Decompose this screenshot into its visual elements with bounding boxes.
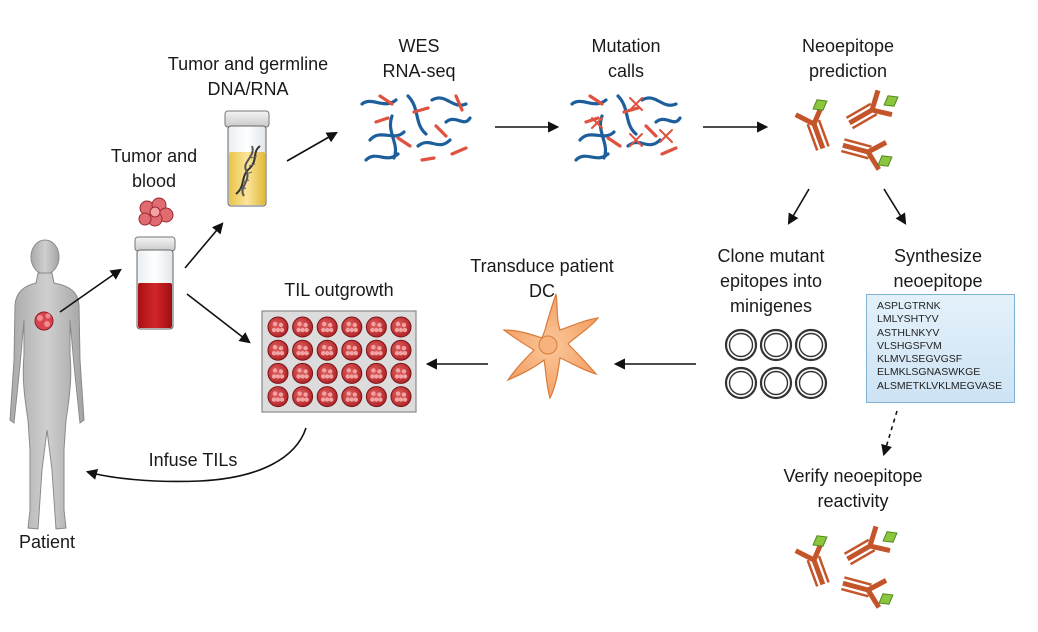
- antibody-group-verify: [796, 526, 901, 608]
- mutation-calls-icon: [570, 94, 682, 162]
- til-well: [390, 362, 412, 384]
- neoepitope-sequence-list: ASPLGTRNK LMLYSHTYV ASTHLNKYV VLSHGSFVM …: [866, 294, 1015, 403]
- peptide-sequence: ASPLGTRNK: [877, 300, 941, 312]
- peptide-sequence: ELMKLSGNASWKGE: [877, 366, 981, 379]
- arrow-dna-to-wes: [286, 131, 338, 162]
- label-wes: WES RNA-seq: [382, 36, 456, 81]
- til-well: [292, 316, 314, 338]
- til-well: [267, 339, 289, 361]
- til-well: [365, 339, 387, 361]
- minigene-plasmid: [724, 328, 758, 362]
- peptide-sequence: KLMVLSEGVGSF: [877, 353, 963, 366]
- minigene-plasmids: [724, 328, 828, 400]
- minigene-plasmid: [794, 328, 828, 362]
- label-til-outgrowth: TIL outgrowth: [284, 280, 394, 300]
- arrow-blood-to-dna: [184, 222, 224, 269]
- til-well: [292, 386, 314, 408]
- arrow-blood-to-til: [186, 293, 251, 344]
- label-tumor-blood: Tumor and blood: [110, 146, 198, 191]
- til-well: [390, 339, 412, 361]
- minigene-plasmid: [724, 366, 758, 400]
- til-well: [316, 386, 338, 408]
- tumor-in-body: [34, 311, 54, 331]
- til-well: [341, 339, 363, 361]
- label-clone: Clone mutant epitopes into minigenes: [717, 246, 825, 316]
- til-well: [365, 316, 387, 338]
- peptide-sequence: ASTHLNKYV: [877, 326, 940, 339]
- label-infuse-tils: Infuse TILs: [148, 450, 238, 470]
- til-well: [365, 362, 387, 384]
- til-well: [341, 362, 363, 384]
- tumor-tissue-icon: [138, 197, 174, 227]
- patient-figure: [9, 239, 85, 530]
- arrow-body-to-blood: [59, 268, 122, 313]
- peptide-sequence: ALSMETKLVKLMEGVASE: [877, 379, 1003, 392]
- til-well: [292, 339, 314, 361]
- blood-tube-icon: [134, 236, 176, 330]
- til-well: [341, 386, 363, 408]
- flow-arrows: [59, 121, 907, 483]
- label-neoepitope-prediction: Neoepitope prediction: [801, 36, 895, 81]
- label-synthesize: Synthesize neoepitope: [893, 246, 983, 291]
- til-well: [267, 316, 289, 338]
- dna-helix-icon: [235, 145, 261, 197]
- label-verify: Verify neoepitope reactivity: [783, 466, 923, 511]
- minigene-plasmid: [759, 328, 793, 362]
- sequencing-reads-icon: [360, 94, 472, 162]
- til-well: [267, 386, 289, 408]
- til-well: [390, 316, 412, 338]
- arrow-synthesize-to-verify: [881, 410, 898, 457]
- til-well: [316, 316, 338, 338]
- minigene-plasmid: [759, 366, 793, 400]
- arrow-prediction-to-synthesize: [883, 188, 907, 225]
- dna-tube-icon: [224, 110, 270, 207]
- til-well: [341, 316, 363, 338]
- til-well: [365, 386, 387, 408]
- peptide-sequence: VLSHGSFVM: [877, 339, 942, 352]
- label-patient: Patient: [18, 532, 76, 552]
- til-well: [267, 362, 289, 384]
- til-well: [316, 362, 338, 384]
- antibody-group-prediction: [796, 90, 902, 170]
- arrow-infuse-tils: [85, 427, 307, 483]
- til-well: [292, 362, 314, 384]
- arrow-prediction-to-clone: [787, 188, 810, 225]
- label-transduce: Transduce patient DC: [470, 256, 614, 301]
- til-well: [316, 339, 338, 361]
- peptide-sequence: LMLYSHTYV: [877, 313, 939, 326]
- minigene-plasmid: [794, 366, 828, 400]
- label-mutation-calls: Mutation calls: [591, 36, 661, 81]
- til-well: [390, 386, 412, 408]
- label-tumor-germline: Tumor and germline DNA/RNA: [167, 54, 329, 99]
- dendritic-cell-icon: [502, 293, 600, 400]
- til-plate: [261, 310, 417, 413]
